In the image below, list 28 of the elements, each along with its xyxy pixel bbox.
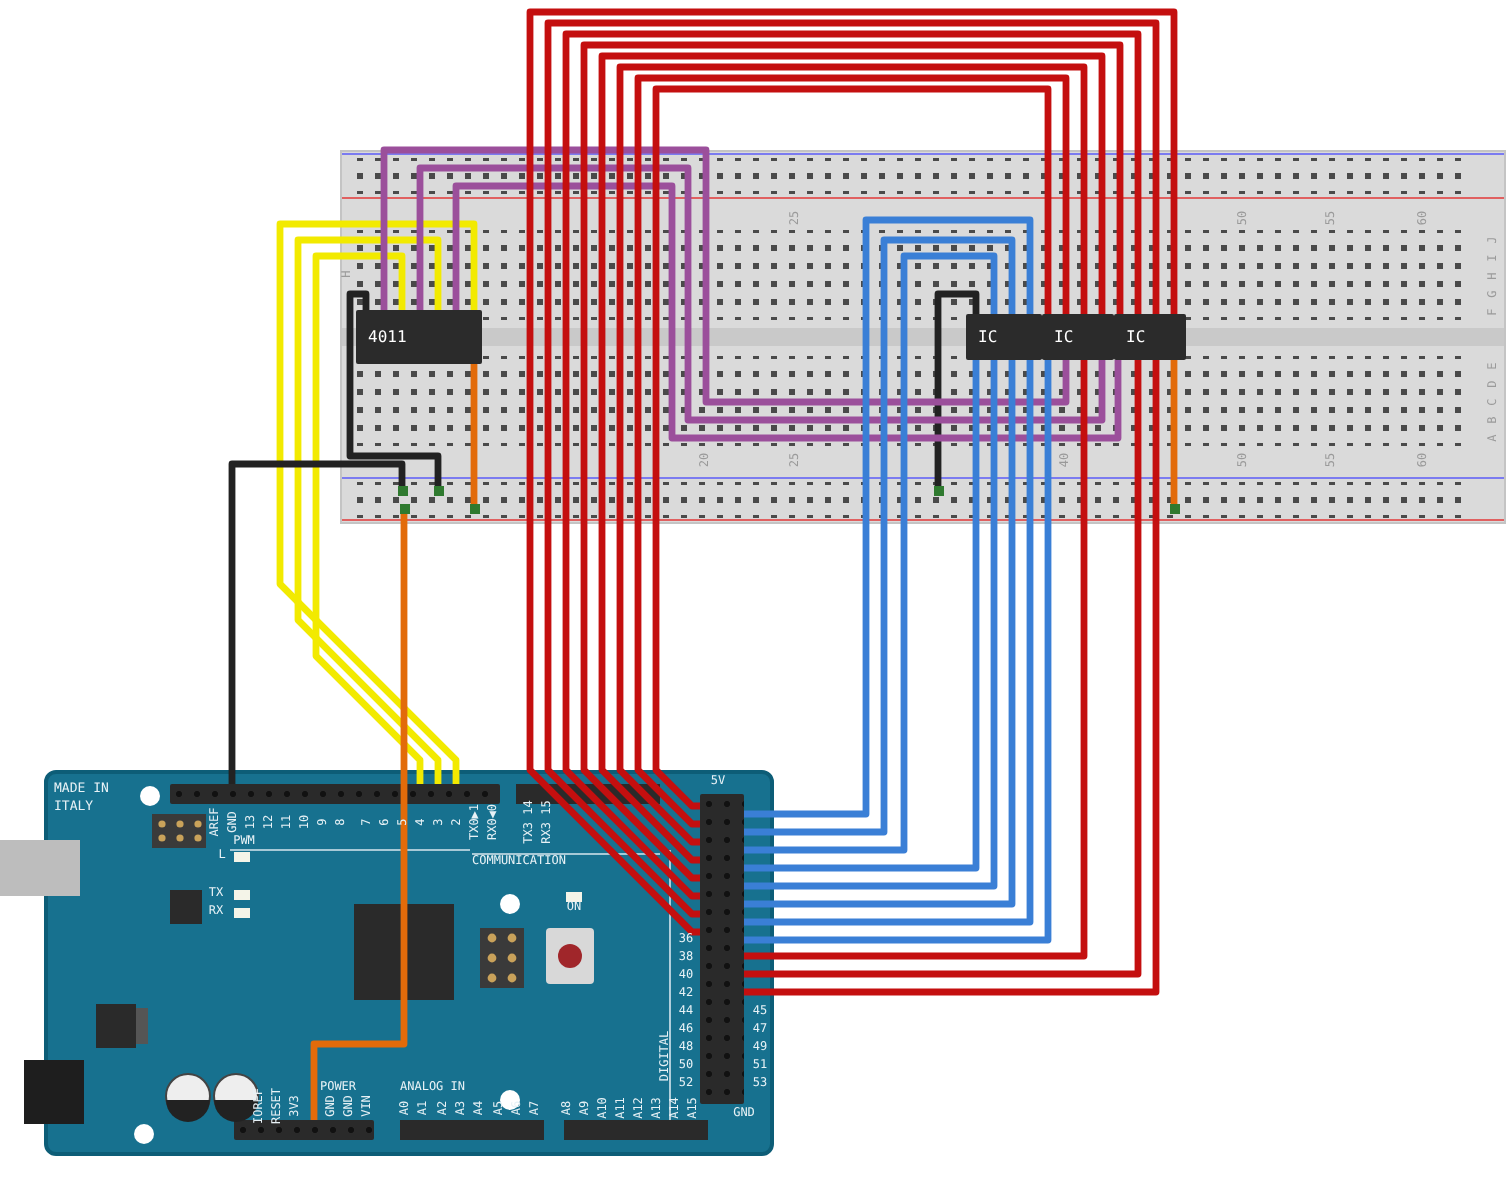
jumper-wire <box>312 252 424 784</box>
jumper-wire <box>934 290 980 486</box>
ic-chip <box>966 314 1042 360</box>
chip-label: IC <box>978 328 998 346</box>
chip-label: 4011 <box>368 328 407 346</box>
jumper-wire <box>470 364 478 504</box>
breadboard-hole <box>434 486 444 496</box>
breadboard-hole <box>470 504 480 514</box>
jumper-wire <box>346 290 442 486</box>
breadboard-hole <box>934 486 944 496</box>
jumper-wire <box>294 236 442 784</box>
breadboard-hole <box>1170 504 1180 514</box>
pin-header <box>234 1120 374 1140</box>
jumper-wire <box>1170 360 1178 504</box>
pin-header <box>700 794 744 1104</box>
jumper-wire <box>310 514 408 1120</box>
jumper-wire <box>276 220 478 784</box>
jumper-wire <box>228 460 406 784</box>
jumper-wire <box>380 146 1070 406</box>
pin-header <box>170 784 500 804</box>
chip-label: IC <box>1126 328 1146 346</box>
chip-label: IC <box>1054 328 1074 346</box>
ic-chip <box>1114 314 1186 360</box>
ic-chip <box>356 310 482 364</box>
jumper-wire <box>416 164 1106 424</box>
breadboard-hole <box>400 504 410 514</box>
jumper-wire <box>452 182 1122 442</box>
breadboard-hole <box>398 486 408 496</box>
